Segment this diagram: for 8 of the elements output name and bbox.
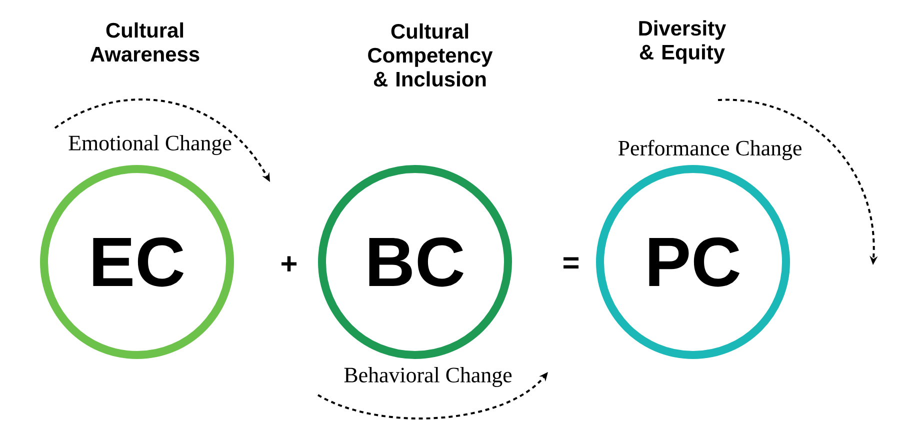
heading: Cultural Competency & Inclusion [368, 23, 493, 87]
change-label: Behavioral Change [344, 367, 512, 387]
heading: Diversity & Equity [639, 20, 726, 64]
operator-sign: = [564, 257, 579, 269]
change-label: Emotional Change [68, 135, 232, 155]
change-label: Performance Change [618, 140, 802, 160]
operator-sign: + [282, 256, 297, 272]
heading: Cultural Awareness [90, 22, 200, 62]
